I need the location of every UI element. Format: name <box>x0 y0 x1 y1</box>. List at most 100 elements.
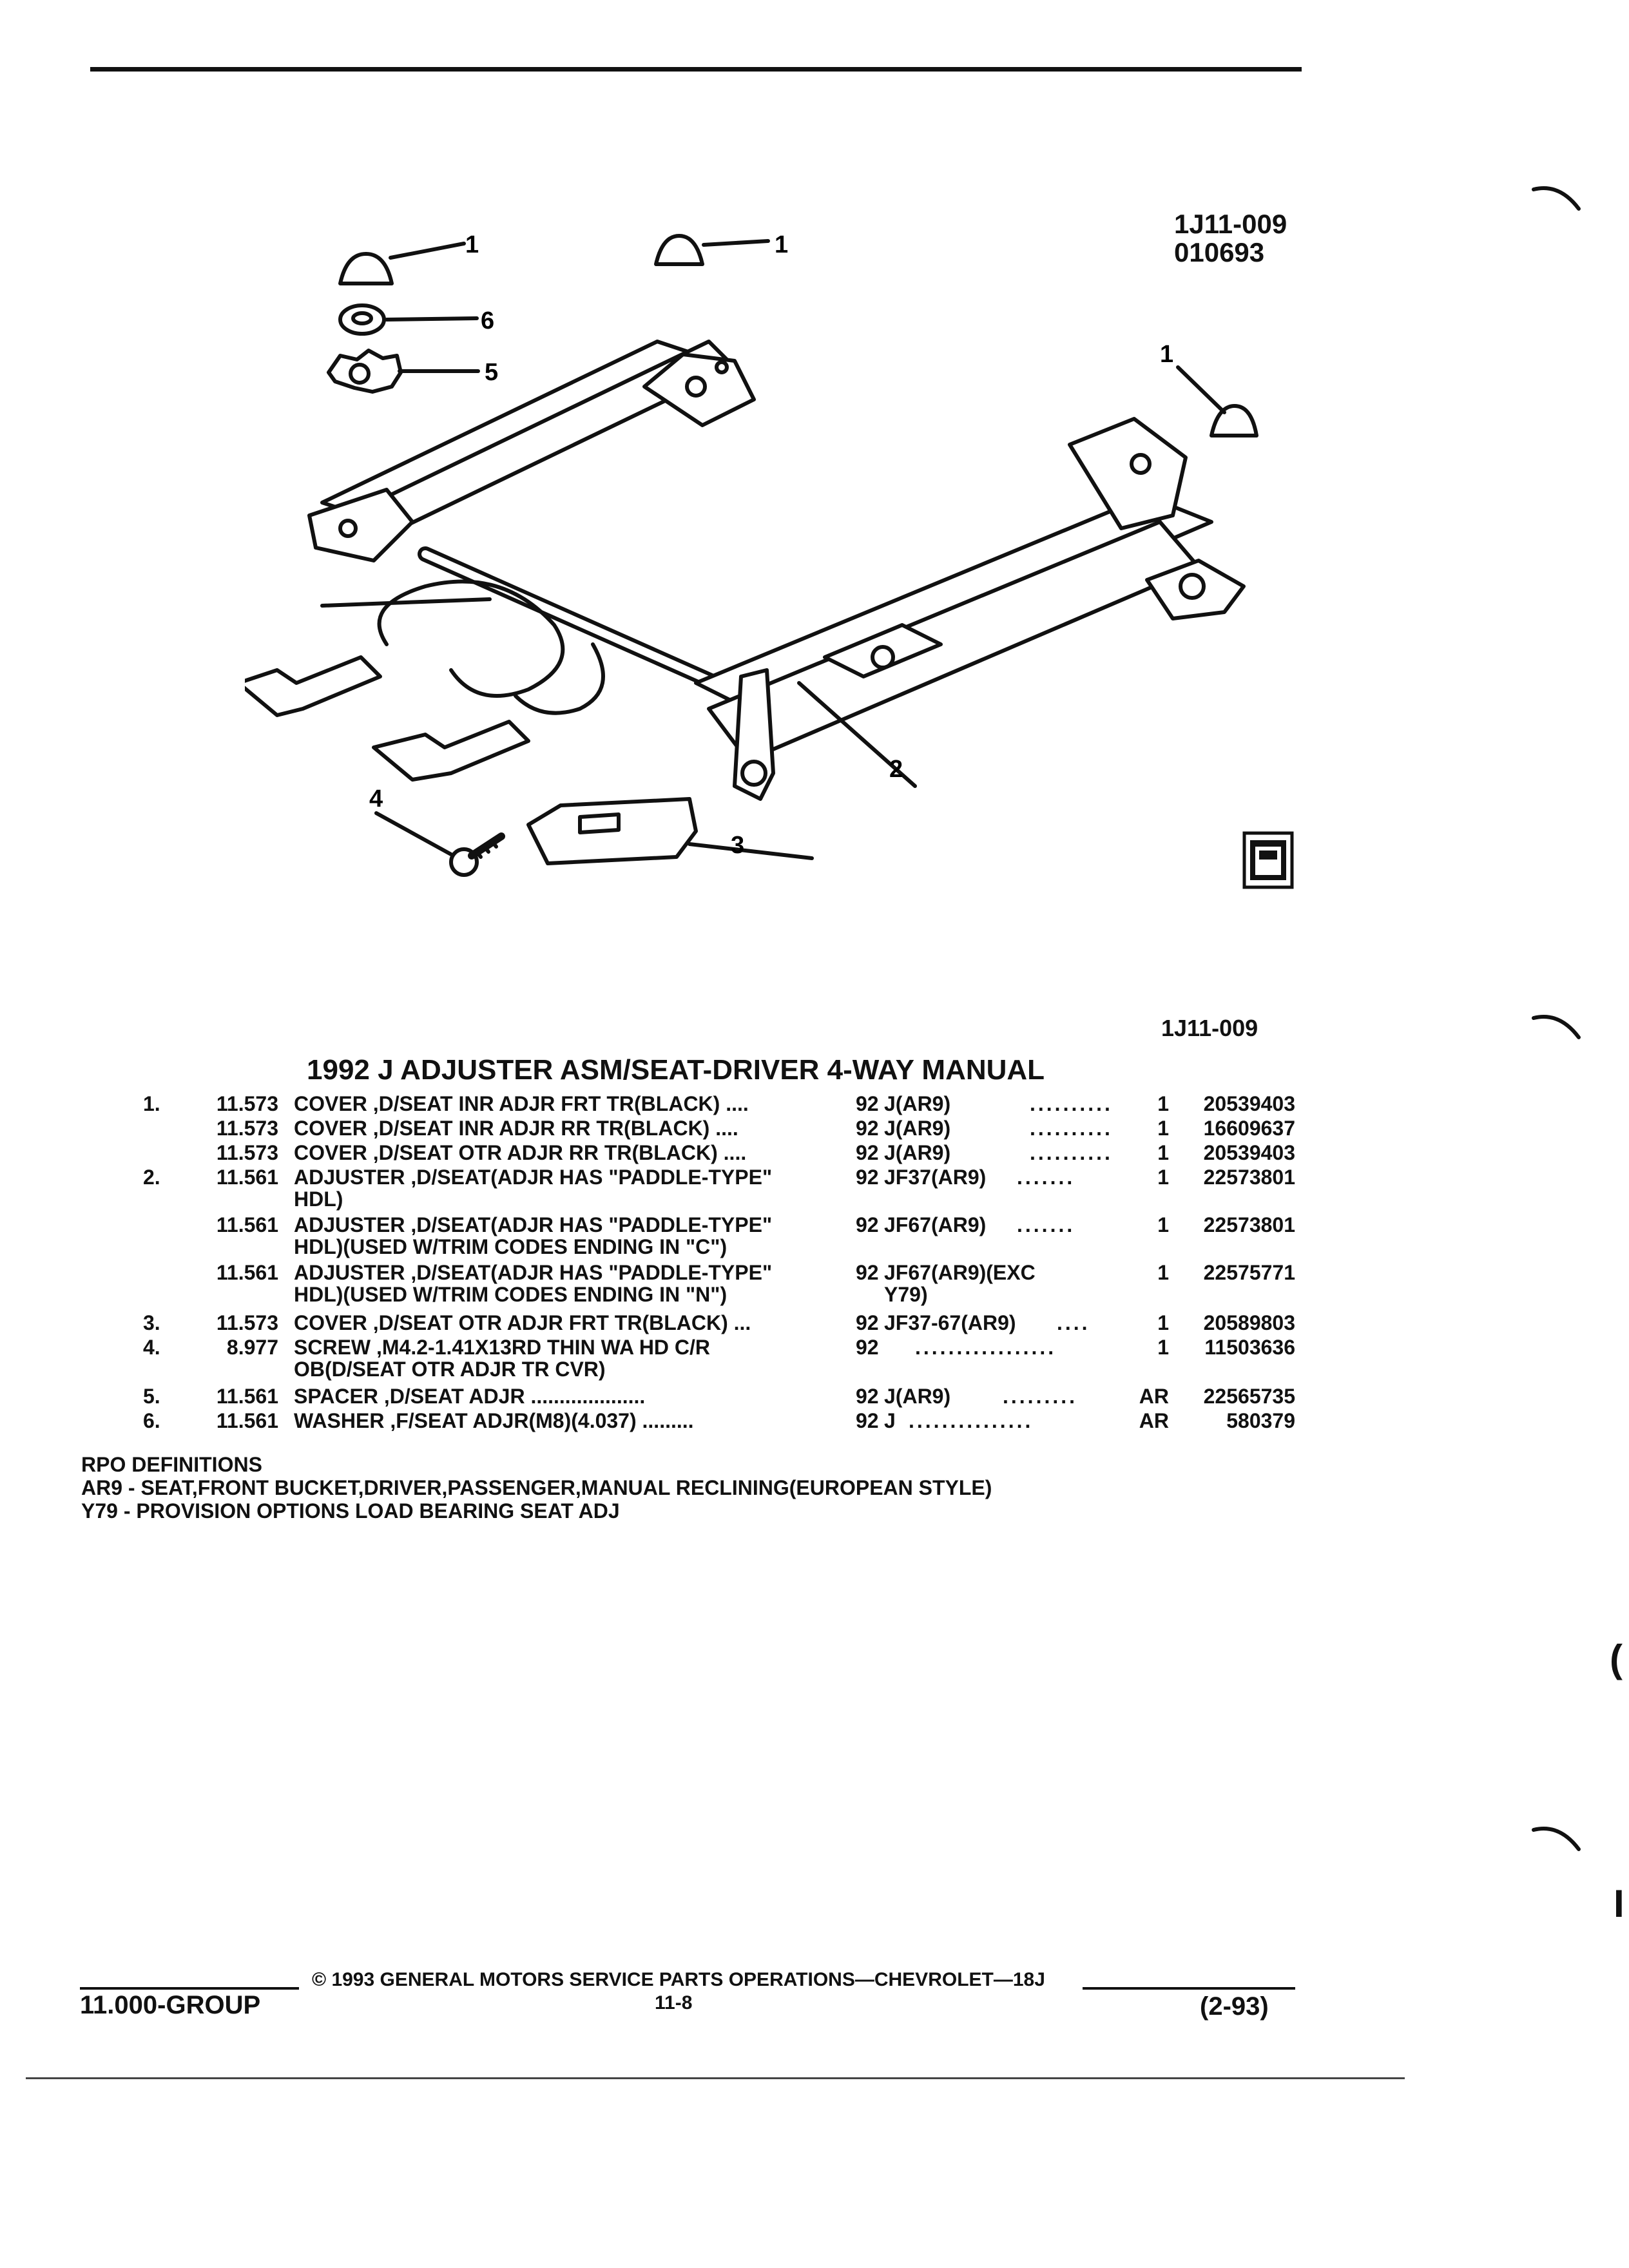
part-number: 22573801 <box>1203 1166 1295 1189</box>
washer-part-6 <box>338 303 386 336</box>
callout-5: 5 <box>485 359 498 386</box>
leader-dots: ............... <box>909 1409 1034 1432</box>
rpo-heading: RPO DEFINITIONS <box>81 1453 262 1476</box>
model-code-continued: Y79) <box>884 1283 928 1306</box>
callout-3: 3 <box>731 832 744 859</box>
leader-dots: ................. <box>915 1336 1057 1359</box>
callout-1-center: 1 <box>775 231 788 258</box>
bottom-rule <box>26 2077 1405 2079</box>
margin-char: ( <box>1610 1637 1623 1680</box>
callout-1-right: 1 <box>1160 341 1173 368</box>
model-code: J(AR9) <box>884 1117 951 1140</box>
cap-part-1-right <box>1210 404 1258 437</box>
model-year: 92 <box>856 1117 879 1140</box>
part-number: 20539403 <box>1203 1141 1295 1164</box>
revision-date: (2-93) <box>1200 1992 1269 2021</box>
part-description: COVER ,D/SEAT INR ADJR RR TR(BLACK) .... <box>294 1117 738 1140</box>
part-number: 580379 <box>1226 1409 1295 1432</box>
spacer-part-5 <box>327 349 403 394</box>
quantity: 1 <box>1157 1166 1169 1189</box>
group-number: 11.561 <box>216 1409 278 1432</box>
group-number: 11.573 <box>216 1092 278 1115</box>
part-number: 11503636 <box>1204 1336 1295 1359</box>
leader-dots: .......... <box>1030 1092 1113 1115</box>
figure-code: 1J11-009 <box>1174 209 1287 239</box>
model-year: 92 <box>856 1409 879 1432</box>
part-description-continued: OB(D/SEAT OTR ADJR TR CVR) <box>294 1358 606 1381</box>
rpo-definition: AR9 - SEAT,FRONT BUCKET,DRIVER,PASSENGER… <box>81 1476 992 1499</box>
model-year: 92 <box>856 1141 879 1164</box>
cap-part-1-left <box>338 252 394 285</box>
part-description: ADJUSTER ,D/SEAT(ADJR HAS "PADDLE-TYPE" <box>294 1261 773 1284</box>
group-number: 11.561 <box>216 1166 278 1189</box>
gm-spo-logo <box>1242 831 1294 889</box>
cap-part-1-center <box>654 234 704 266</box>
figure-date: 010693 <box>1174 237 1265 267</box>
group-number: 11.561 <box>216 1213 278 1236</box>
copyright-line: © 1993 GENERAL MOTORS SERVICE PARTS OPER… <box>312 1969 1045 1990</box>
group-number: 11.573 <box>216 1117 278 1140</box>
figure-code-lower: 1J11-009 <box>1161 1015 1258 1041</box>
model-code: JF37(AR9) <box>884 1166 987 1189</box>
part-description: COVER ,D/SEAT OTR ADJR RR TR(BLACK) .... <box>294 1141 747 1164</box>
footer-rule-left <box>80 1987 299 1990</box>
callout-6: 6 <box>481 307 494 334</box>
quantity: 1 <box>1157 1261 1169 1284</box>
leader-dots: ....... <box>1017 1213 1075 1236</box>
part-number: 22565735 <box>1203 1385 1295 1408</box>
model-code: J(AR9) <box>884 1141 951 1164</box>
part-number: 16609637 <box>1203 1117 1295 1140</box>
part-description-continued: HDL) <box>294 1187 343 1211</box>
quantity: AR <box>1139 1385 1169 1408</box>
part-number: 20539403 <box>1203 1092 1295 1115</box>
model-year: 92 <box>856 1092 879 1115</box>
margin-marks <box>1532 186 1581 1851</box>
top-rule <box>90 67 1302 72</box>
group-number: 11.561 <box>216 1261 278 1284</box>
part-description: SCREW ,M4.2-1.41X13RD THIN WA HD C/R <box>294 1336 711 1359</box>
quantity: AR <box>1139 1409 1169 1432</box>
leader-dots: ......... <box>1003 1385 1078 1408</box>
quantity: 1 <box>1157 1117 1169 1140</box>
item-number: 2. <box>143 1166 160 1189</box>
leader-dots: .......... <box>1030 1117 1113 1140</box>
part-number: 22573801 <box>1203 1213 1295 1236</box>
group-number: 11.573 <box>216 1141 278 1164</box>
quantity: 1 <box>1157 1311 1169 1334</box>
footer-rule-right <box>1083 1987 1295 1990</box>
model-year: 92 <box>856 1385 879 1408</box>
leader-dots: ....... <box>1017 1166 1075 1189</box>
quantity: 1 <box>1157 1141 1169 1164</box>
callout-4: 4 <box>369 785 383 812</box>
group-number: 8.977 <box>226 1336 278 1359</box>
quantity: 1 <box>1157 1213 1169 1236</box>
rpo-definition: Y79 - PROVISION OPTIONS LOAD BEARING SEA… <box>81 1499 620 1523</box>
model-year: 92 <box>856 1311 879 1334</box>
item-number: 5. <box>143 1385 160 1408</box>
callout-1-left: 1 <box>465 231 479 258</box>
part-description-continued: HDL)(USED W/TRIM CODES ENDING IN "N") <box>294 1283 728 1306</box>
part-description: COVER ,D/SEAT INR ADJR FRT TR(BLACK) ...… <box>294 1092 749 1115</box>
model-code: J <box>884 1409 896 1432</box>
seat-adjuster-diagram: 1 1 1 6 5 2 3 4 <box>245 231 1258 877</box>
model-code: J(AR9) <box>884 1385 951 1408</box>
screw-part-4 <box>449 832 505 877</box>
leader-dots: .......... <box>1030 1141 1113 1164</box>
item-number: 6. <box>143 1409 160 1432</box>
part-description-continued: HDL)(USED W/TRIM CODES ENDING IN "C") <box>294 1235 728 1258</box>
margin-char: I <box>1614 1882 1624 1925</box>
group-label: 11.000-GROUP <box>80 1991 261 2019</box>
model-year: 92 <box>856 1261 879 1284</box>
section-title: 1992 J ADJUSTER ASM/SEAT-DRIVER 4-WAY MA… <box>307 1054 1045 1086</box>
item-number: 4. <box>143 1336 160 1359</box>
leader-dots: .... <box>1057 1311 1090 1334</box>
part-description: ADJUSTER ,D/SEAT(ADJR HAS "PADDLE-TYPE" <box>294 1213 773 1236</box>
part-description: COVER ,D/SEAT OTR ADJR FRT TR(BLACK) ... <box>294 1311 751 1334</box>
model-code: JF67(AR9) <box>884 1213 987 1236</box>
adjuster-assembly-part-2 <box>245 340 1246 801</box>
part-description: WASHER ,F/SEAT ADJR(M8)(4.037) ......... <box>294 1409 694 1432</box>
model-code: JF37-67(AR9) <box>884 1311 1016 1334</box>
group-number: 11.573 <box>216 1311 278 1334</box>
part-number: 20589803 <box>1203 1311 1295 1334</box>
page-number: 11-8 <box>655 1992 693 2013</box>
